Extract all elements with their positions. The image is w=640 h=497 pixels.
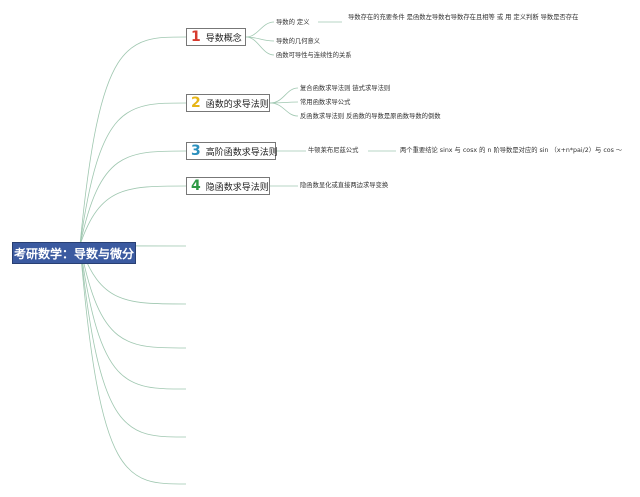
connector-b2-item-3: [269, 102, 299, 117]
connector-b1-item-3: [245, 36, 275, 56]
branch-3-label: 高阶函数求导法则: [205, 147, 278, 158]
branch-1-item-1[interactable]: 导数的 定义: [276, 19, 310, 26]
branch-1-item-3[interactable]: 函数可导性与连续性的关系: [276, 52, 352, 59]
branch-2-number: 2: [191, 95, 201, 111]
branch-3-item-1[interactable]: 牛顿莱布尼兹公式: [308, 147, 359, 154]
branch-2-topic[interactable]: 2 函数的求导法则: [186, 94, 270, 112]
branch-2-label: 函数的求导法则: [205, 99, 269, 110]
branch-2-item-2[interactable]: 常用函数求导公式: [300, 99, 351, 106]
branch-1-item-1-detail[interactable]: 导数存在的充要条件 是函数左导数右导数存在且相等 或 用 定义判断 导数是否存在: [348, 14, 579, 21]
root-topic-label: 考研数学：导数与微分: [13, 246, 134, 261]
branch-3-number: 3: [191, 143, 201, 159]
branch-2-item-1[interactable]: 复合函数求导法则 链式求导法则: [300, 85, 391, 92]
branch-3-topic[interactable]: 3 高阶函数求导法则: [186, 142, 278, 160]
branch-2-item-3[interactable]: 反函数求导法则 反函数的导数是原函数导数的倒数: [300, 113, 441, 120]
root-topic[interactable]: 考研数学：导数与微分: [12, 242, 136, 264]
connector-b1-item-1: [245, 21, 275, 38]
branch-1-item-2[interactable]: 导数的几何意义: [276, 38, 321, 45]
connector-b2-item-1: [269, 87, 299, 104]
branch-4-topic[interactable]: 4 隐函数求导法则: [186, 177, 270, 195]
branch-3-item-1-detail[interactable]: 两个重要结论 sinx 与 cosx 的 n 阶导数是对应的 sin （x+n*…: [400, 147, 623, 154]
connector-root-branch-4: [79, 185, 187, 246]
branch-4-item-1[interactable]: 隐函数显化或直接两边求导变换: [300, 182, 389, 189]
connector-root-branch-2: [79, 102, 187, 246]
branch-1-topic[interactable]: 1 导数概念: [186, 28, 246, 46]
connector-root-stub-5: [79, 244, 187, 438]
branch-4-label: 隐函数求导法则: [205, 182, 269, 193]
branch-1-number: 1: [191, 29, 201, 45]
branch-1-label: 导数概念: [205, 33, 242, 44]
branch-4-number: 4: [191, 178, 201, 194]
connector-root-stub-4: [79, 244, 187, 390]
connector-root-branch-3: [79, 150, 187, 246]
connector-root-stub-6: [79, 244, 187, 485]
connector-root-branch-1: [79, 36, 187, 246]
connector-root-stub-3: [79, 244, 187, 349]
